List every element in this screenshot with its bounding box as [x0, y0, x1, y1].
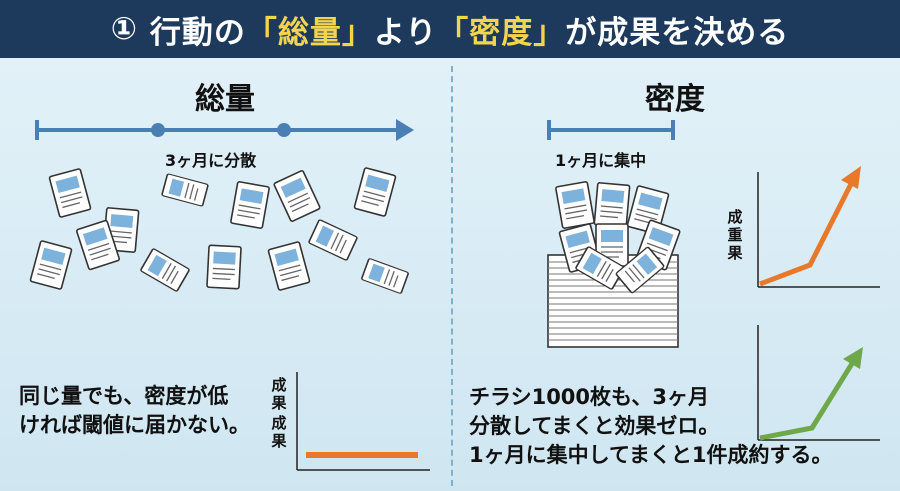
header-text-1: 行動の: [149, 14, 246, 51]
right-green-chart: [757, 325, 880, 441]
left-chart-ylabel-2: 成果: [271, 414, 287, 450]
right-timeline-label: 1ヶ月に集中: [555, 151, 647, 170]
header-highlight-total: 「総量」: [245, 14, 374, 51]
header-title: ① 行動の「総量」より「密度」が成果を決める: [0, 0, 900, 58]
header-circle-number: ①: [110, 11, 139, 47]
right-title: 密度: [645, 82, 705, 117]
right-orange-chart: [757, 166, 880, 288]
right-description-line2: 分散してまくと効果ゼロ。: [469, 414, 720, 438]
right-chart-ylabel: 成重果: [727, 208, 743, 262]
panel-divider: [451, 66, 453, 486]
right-description-line1: チラシ1000枚も、3ヶ月: [469, 385, 710, 409]
flyer-stack: [547, 180, 682, 348]
right-timeline: [547, 120, 675, 140]
left-description-line2: ければ閾値に届かない。: [19, 413, 250, 437]
left-title: 総量: [195, 82, 255, 117]
left-flat-chart: [296, 372, 430, 471]
left-timeline-label: 3ヶ月に分散: [165, 151, 257, 170]
left-timeline: [35, 119, 414, 141]
header-text-2: より: [373, 14, 438, 51]
scattered-flyers: [29, 166, 410, 295]
right-description-line3: 1ヶ月に集中してまくと1件成約する。: [469, 443, 833, 467]
header-text-3: が成果を決める: [565, 14, 790, 51]
left-description-line1: 同じ量でも、密度が低: [19, 384, 229, 408]
left-chart-ylabel-1: 成果: [271, 376, 287, 412]
right-description: チラシ1000枚も、3ヶ月 分散してまくと効果ゼロ。 1ヶ月に集中してまくと1件…: [469, 383, 833, 470]
left-description: 同じ量でも、密度が低 ければ閾値に届かない。: [19, 382, 250, 440]
header-highlight-density: 「密度」: [437, 14, 566, 51]
